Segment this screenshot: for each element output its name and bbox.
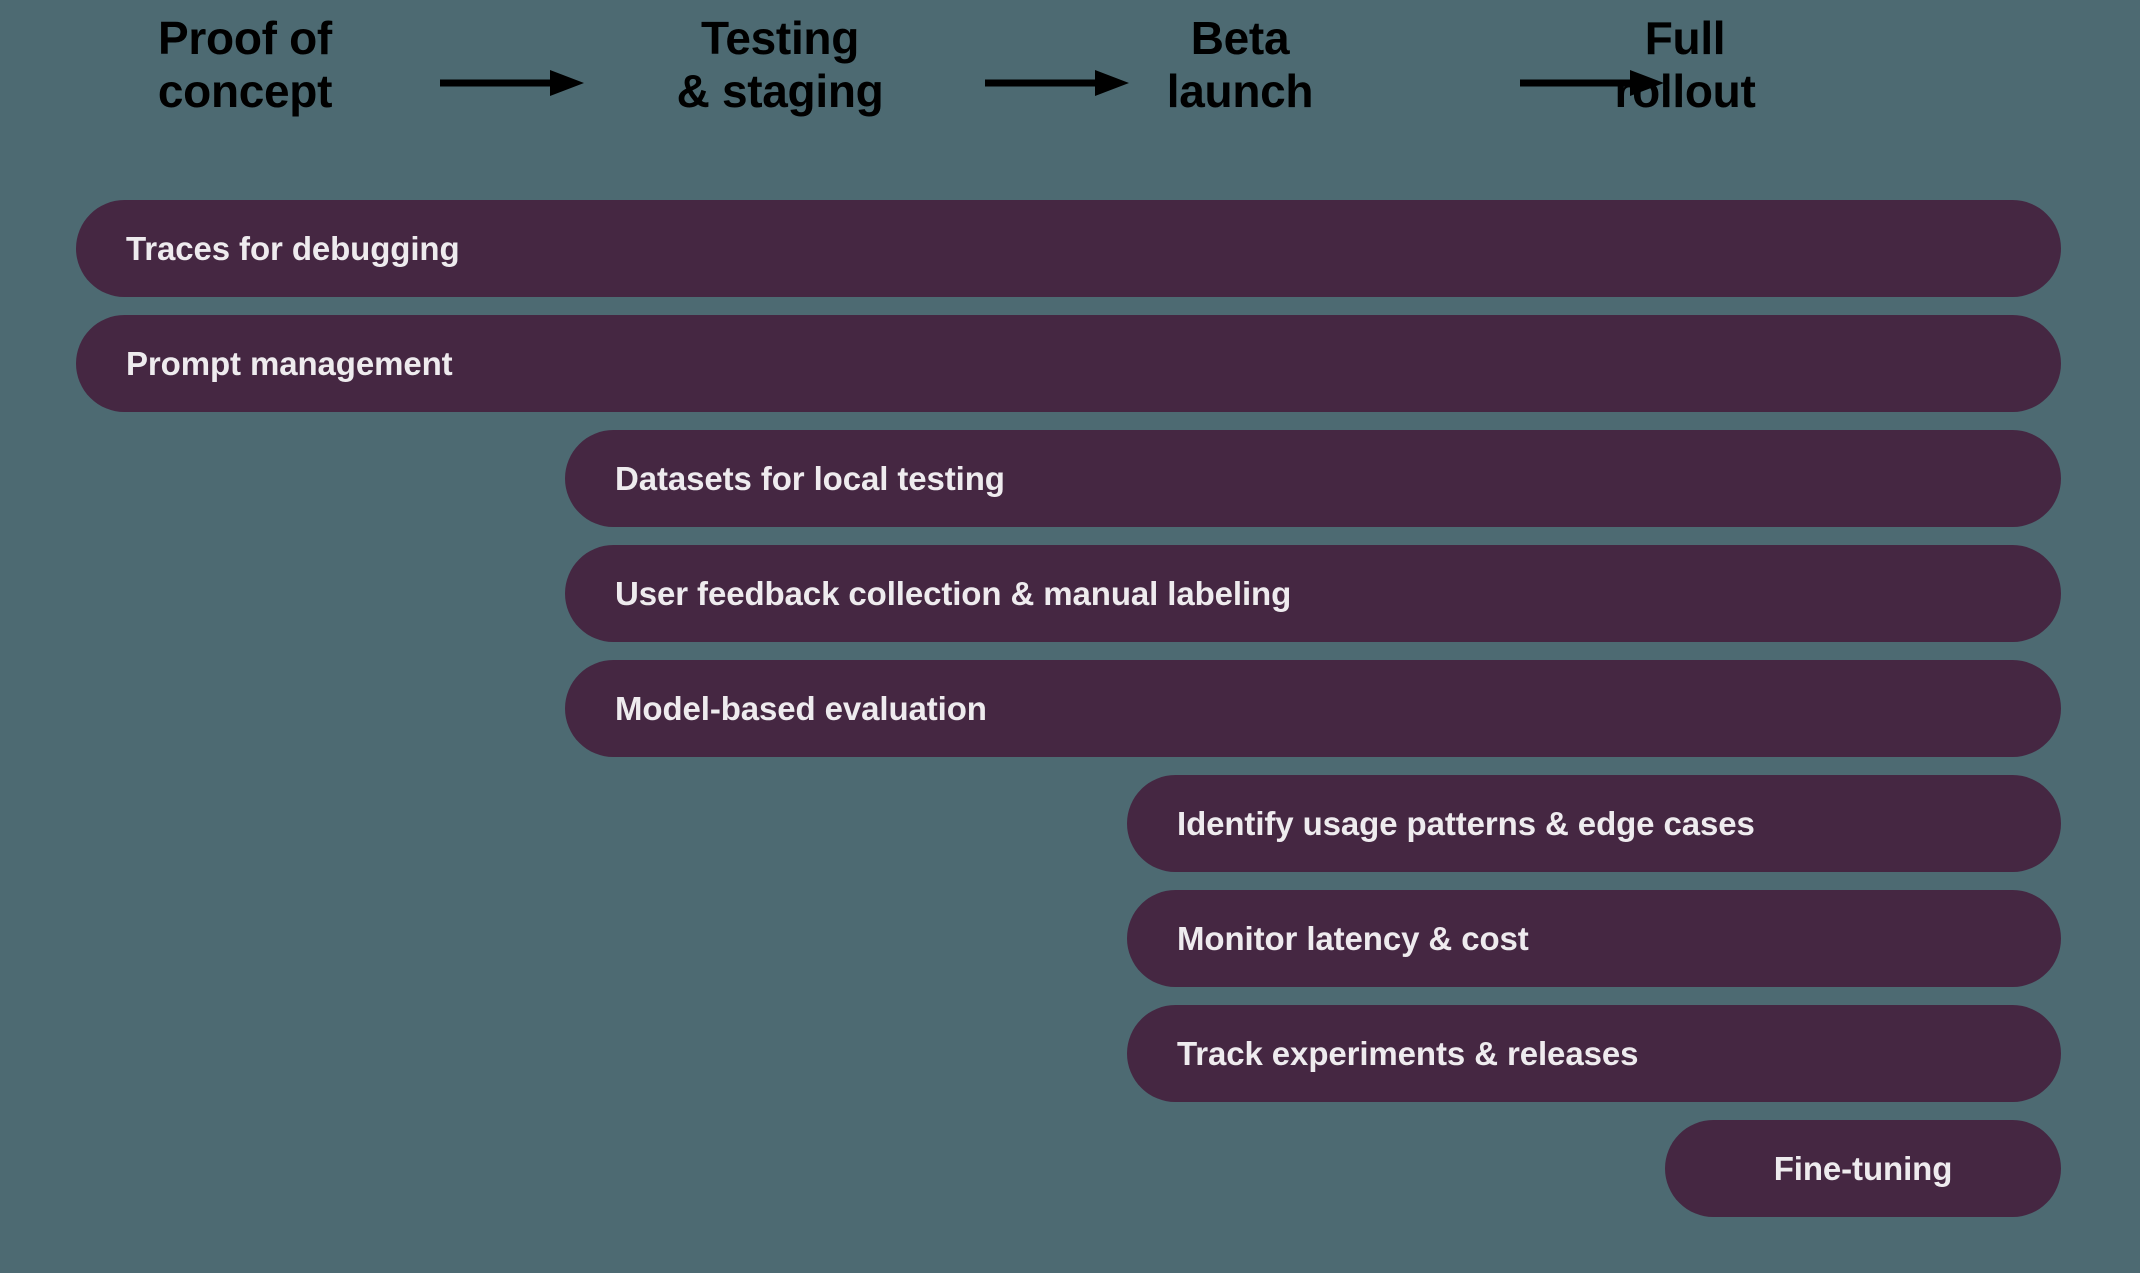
capability-bar[interactable]: Track experiments & releases [1127, 1005, 2061, 1102]
capability-bar-label: Fine-tuning [1773, 1149, 1953, 1187]
capability-bar-label: Datasets for local testing [615, 459, 1005, 497]
capability-bar-label: Identify usage patterns & edge cases [1177, 804, 1755, 842]
capability-bar-label: Track experiments & releases [1177, 1034, 1639, 1072]
capability-bar[interactable]: Monitor latency & cost [1127, 890, 2061, 987]
capability-bar[interactable]: Model-based evaluation [565, 660, 2061, 757]
capability-bar-label: Prompt management [126, 344, 453, 382]
phase-header-row: Proof of concept Testing & staging Beta … [0, 0, 2140, 175]
phase-label-proof-of-concept: Proof of concept [157, 12, 333, 117]
arrow-right-icon-1 [440, 70, 584, 96]
phase-label-beta-launch: Beta launch [1166, 12, 1314, 117]
capability-bar-label: Traces for debugging [126, 229, 460, 267]
capability-bar[interactable]: Identify usage patterns & edge cases [1127, 775, 2061, 872]
capability-bar[interactable]: Datasets for local testing [565, 430, 2061, 527]
capability-bar[interactable]: Traces for debugging [76, 200, 2061, 297]
capability-bar-label: Monitor latency & cost [1177, 919, 1529, 957]
capability-bar[interactable]: Fine-tuning [1665, 1120, 2061, 1217]
capability-bar[interactable]: User feedback collection & manual labeli… [565, 545, 2061, 642]
phase-label-testing-and-staging: Testing & staging [676, 12, 884, 117]
capability-bar[interactable]: Prompt management [76, 315, 2061, 412]
arrow-right-icon-2 [985, 70, 1129, 96]
capability-bar-label: Model-based evaluation [615, 689, 987, 727]
phase-label-full-rollout: Full rollout [1614, 12, 1756, 117]
capability-bar-label: User feedback collection & manual labeli… [615, 574, 1292, 612]
arrow-right-icon-3 [1520, 70, 1664, 96]
